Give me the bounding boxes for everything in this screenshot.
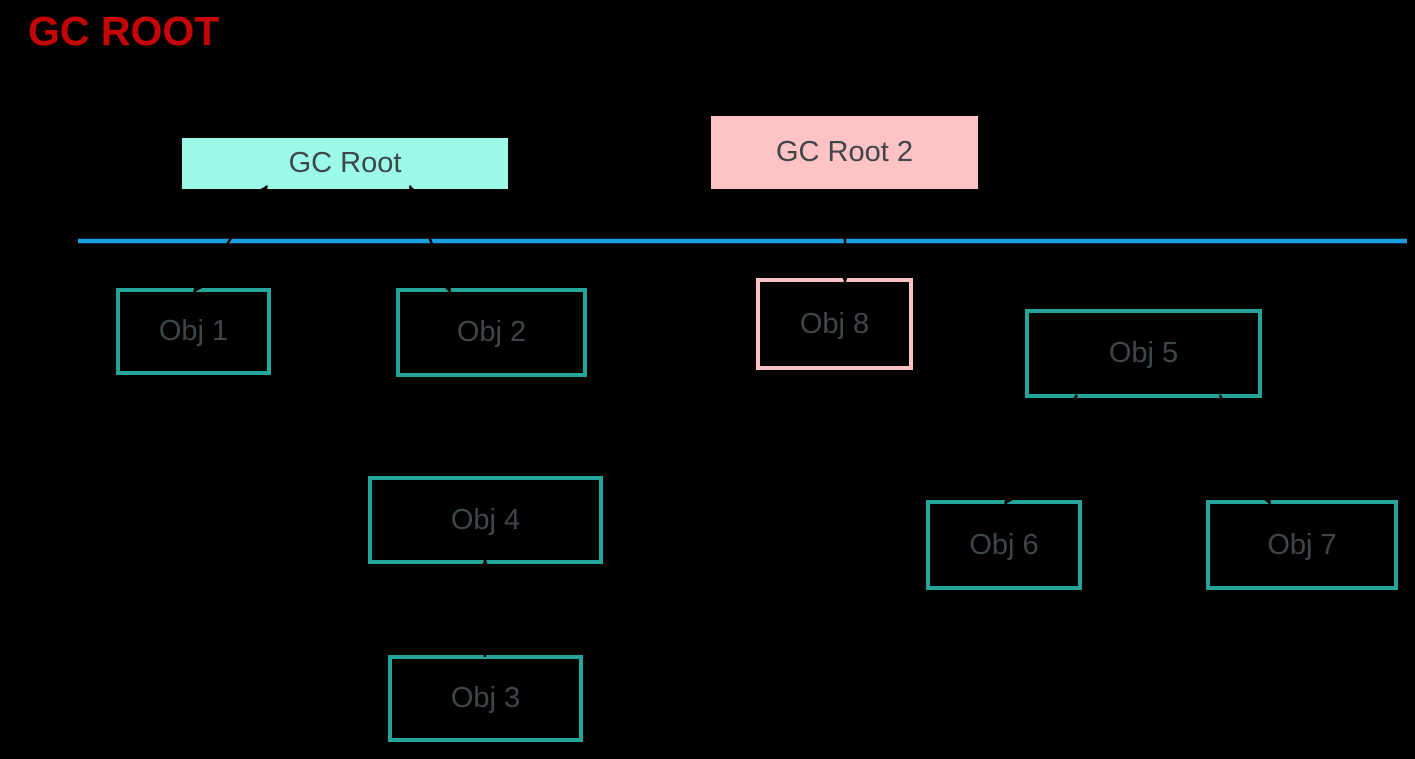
node-gc-root: GC Root	[182, 138, 508, 189]
node-label: Obj 5	[1108, 337, 1179, 369]
node-obj-6: Obj 6	[926, 500, 1082, 590]
node-label: Obj 3	[450, 682, 521, 714]
node-label: Obj 1	[158, 315, 229, 347]
node-obj-4: Obj 4	[368, 476, 603, 564]
node-obj-8: Obj 8	[756, 278, 913, 370]
node-label: Obj 6	[969, 528, 1039, 561]
node-label: Obj 8	[799, 307, 870, 340]
node-obj-2: Obj 2	[396, 288, 587, 377]
node-label: GC Root 2	[776, 136, 913, 168]
connector-obj-5-to-obj-6	[1003, 394, 1079, 505]
node-gc-root-2: GC Root 2	[711, 116, 978, 189]
node-obj-5: Obj 5	[1025, 309, 1262, 398]
connector-gc-root-to-obj-1	[192, 185, 269, 293]
node-label: Obj 7	[1267, 528, 1337, 561]
node-obj-7: Obj 7	[1206, 500, 1398, 590]
connector-obj-5-to-obj-7	[1218, 394, 1272, 505]
node-obj-1: Obj 1	[116, 288, 271, 375]
connector-gc-root-to-obj-2	[408, 185, 452, 293]
node-label: GC Root	[288, 147, 402, 179]
node-label: Obj 2	[456, 316, 527, 348]
node-label: Obj 4	[450, 503, 521, 536]
diagram-title: GC ROOT	[28, 8, 220, 54]
node-obj-3: Obj 3	[388, 655, 583, 742]
